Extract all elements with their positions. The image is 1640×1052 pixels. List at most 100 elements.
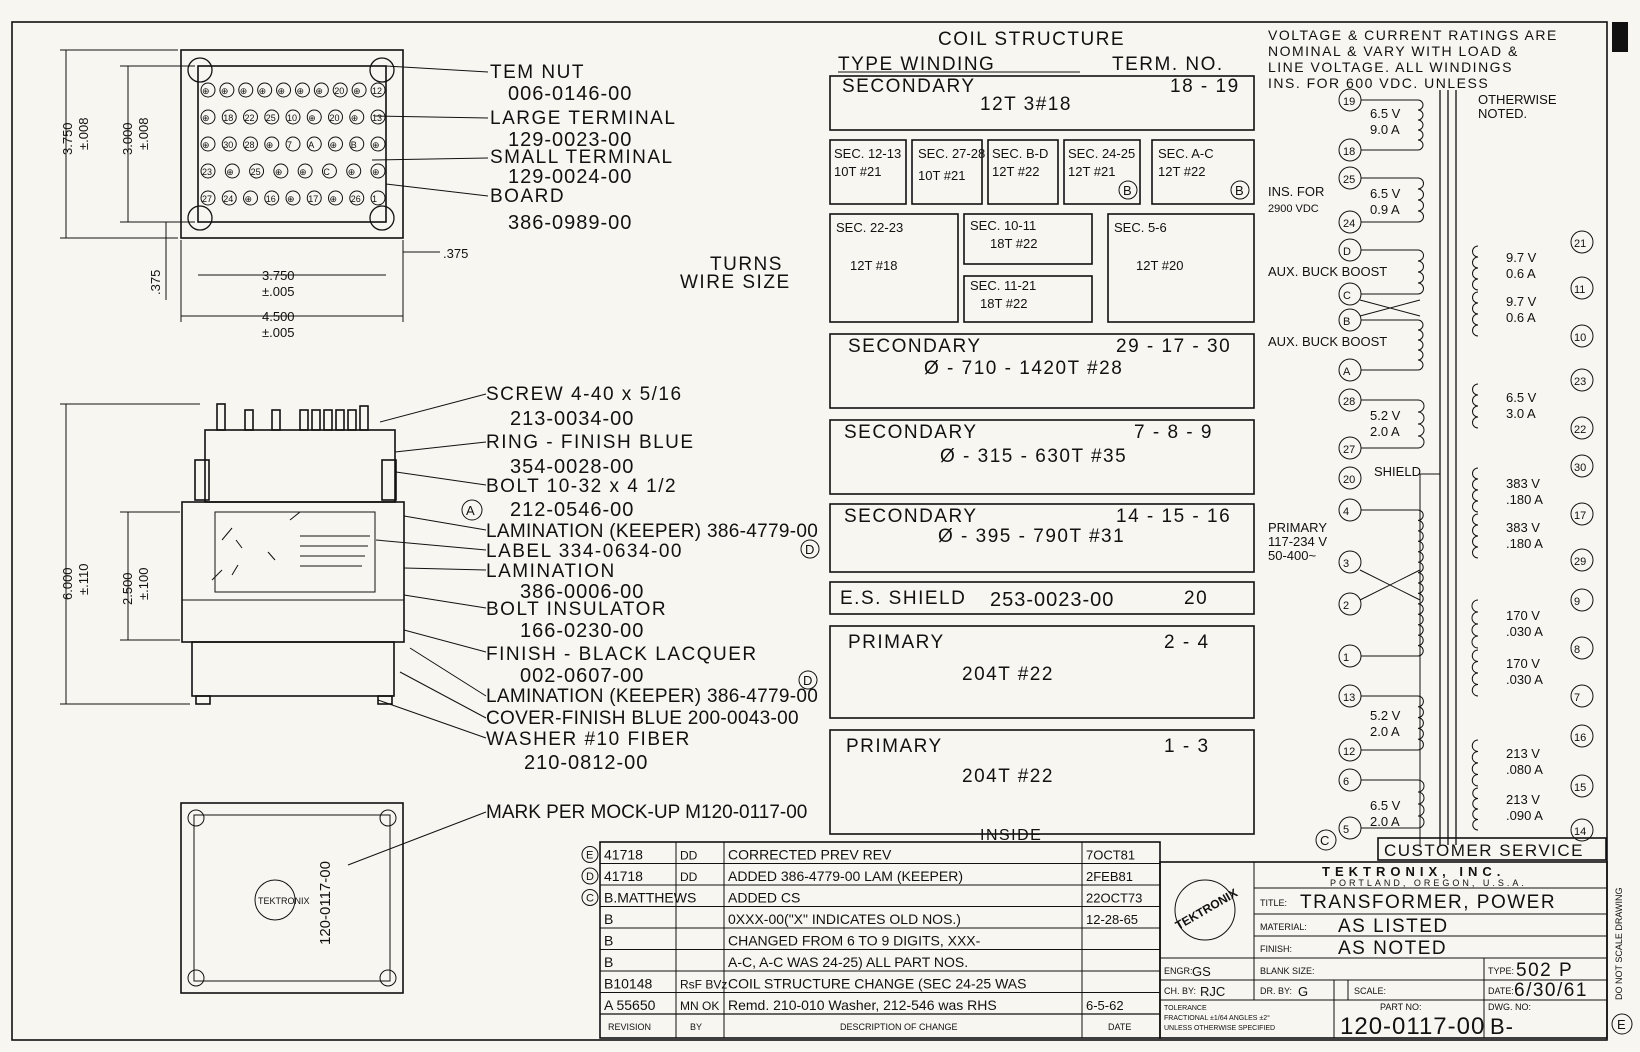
- dim-core: 2.500: [120, 572, 135, 605]
- left-term-label: 20: [1343, 474, 1355, 486]
- coil-sec-14-term: 14 - 15 - 16: [1116, 506, 1231, 527]
- terminal-icon: [370, 136, 386, 152]
- right-rating-current: .030 A: [1506, 672, 1543, 687]
- mounting-hole: [369, 205, 395, 231]
- terminal-icon: [346, 163, 362, 179]
- coil-sec-a-c-mark: B: [1235, 183, 1244, 198]
- dim-width-inner: 3.750: [262, 268, 295, 283]
- left-rating-voltage: 6.5 V: [1370, 106, 1401, 121]
- coil-shield-name: E.S. SHIELD: [840, 588, 966, 609]
- rev-number: B: [604, 911, 613, 927]
- part-washer: WASHER #10 FIBER: [486, 729, 691, 750]
- right-term-label: 8: [1574, 644, 1580, 656]
- wire-size-label: WIRE SIZE: [680, 272, 791, 293]
- coil-sec-b-d-name: SEC. B-D: [992, 146, 1048, 161]
- part-small-terminal-pn: 129-0024-00: [508, 166, 632, 188]
- left-term-label: A: [1343, 366, 1351, 378]
- coil-inside-label: INSIDE: [980, 827, 1042, 844]
- terminal-circle-icon: [1570, 502, 1594, 526]
- right-rating-current: .030 A: [1506, 624, 1543, 639]
- part-lamination: LAMINATION: [486, 561, 616, 582]
- part-ring: RING - FINISH BLUE: [486, 432, 695, 453]
- terminal-circle-icon: [1570, 548, 1594, 572]
- terminal-icon: [306, 109, 322, 125]
- coil-sec-27-28-name: SEC. 27-28: [918, 146, 985, 161]
- terminal-label: ⊕: [240, 86, 248, 96]
- left-term-label: 1: [1343, 652, 1349, 664]
- winding-coil: [1472, 245, 1479, 291]
- terminal-circle-icon: [1570, 454, 1594, 478]
- terminal-label: 20: [334, 86, 344, 96]
- coil-col-type: TYPE WINDING: [838, 54, 995, 75]
- aux-buck-boost-2: AUX. BUCK BOOST: [1268, 334, 1387, 349]
- coil-sec-29-name: SECONDARY: [848, 336, 982, 357]
- coil-sec-27-28-spec: 10T #21: [918, 168, 965, 183]
- tolerance-3: UNLESS OTHERWISE SPECIFIED: [1164, 1025, 1275, 1032]
- rev-description: COIL STRUCTURE CHANGE (SEC 24-25 WAS: [728, 976, 1026, 992]
- sheet-border: [11, 21, 1608, 1041]
- terminal-icon: [238, 82, 254, 98]
- ch-by-label: CH. BY:: [1164, 986, 1196, 996]
- terminal-label: 25: [251, 167, 261, 177]
- left-term-label: 18: [1343, 146, 1355, 158]
- terminal-icon: [328, 136, 343, 152]
- dim-overall: 6.000: [60, 567, 75, 600]
- terminal-circle-icon: [1338, 592, 1362, 616]
- terminal-label: ⊕: [372, 167, 380, 177]
- coil-sec-14-name: SECONDARY: [844, 506, 978, 527]
- right-rating-voltage: 9.7 V: [1506, 250, 1537, 265]
- left-rating-voltage: 6.5 V: [1370, 798, 1401, 813]
- right-rating-voltage: 213 V: [1506, 746, 1540, 761]
- winding-coil: [1417, 399, 1425, 449]
- terminal-label: 18: [223, 113, 233, 123]
- terminal-icon: [257, 82, 273, 98]
- terminal-icon: [370, 190, 386, 206]
- right-term-label: 15: [1574, 782, 1586, 794]
- rev-date: 7OCT81: [1086, 848, 1135, 863]
- terminal-circle-icon: [1570, 588, 1594, 612]
- right-term-label: 16: [1574, 732, 1586, 744]
- part-screw-pn: 213-0034-00: [510, 408, 634, 430]
- left-term-label: 13: [1343, 692, 1355, 704]
- primary-label-3: 50-400~: [1268, 548, 1316, 563]
- right-term-label: 30: [1574, 462, 1586, 474]
- rev-header-revision: REVISION: [608, 1022, 651, 1032]
- turns-label: TURNS: [710, 254, 783, 275]
- right-rating-current: .090 A: [1506, 808, 1543, 823]
- right-rating-voltage: 6.5 V: [1506, 390, 1537, 405]
- part-lamination-pn: 386-0006-00: [520, 581, 644, 603]
- terminal-circle-icon: [1570, 724, 1594, 748]
- rev-description: 0XXX-00("X" INDICATES OLD NOS.): [728, 911, 961, 927]
- part-lamination-keeper-top: LAMINATION (KEEPER) 386-4779-00: [486, 521, 818, 542]
- dim-height-outer-tol: ±.008: [76, 118, 91, 150]
- marker-a: A: [466, 503, 475, 518]
- type-label: TYPE:: [1488, 966, 1514, 976]
- marker-a-circle: [461, 499, 483, 521]
- note-line-4: INS. FOR 600 VDC. UNLESS: [1268, 75, 1489, 91]
- terminal-label: 12: [372, 86, 382, 96]
- terminal-icon: [264, 190, 280, 206]
- side-view-cap: [204, 429, 396, 503]
- terminal-icon: [243, 136, 258, 152]
- dim-offset-left: .375: [148, 270, 163, 295]
- rev-by: DD: [680, 849, 698, 863]
- right-term-label: 11: [1574, 284, 1585, 296]
- winding-coil: [1472, 467, 1479, 513]
- coil-structure: COIL STRUCTURE TYPE WINDING TERM. NO. SE…: [829, 29, 1255, 844]
- rev-description: ADDED 386-4779-00 LAM (KEEPER): [728, 868, 963, 884]
- primary-label-2: 117-234 V: [1268, 534, 1327, 549]
- date-value: 6/30/61: [1514, 980, 1588, 1001]
- coil-sec-18-19: [829, 75, 1255, 131]
- stamp-part-number: 120-0117-00: [317, 861, 334, 945]
- terminal-label: C: [323, 167, 330, 177]
- part-board: BOARD: [490, 186, 565, 207]
- dr-by-label: DR. BY:: [1260, 986, 1292, 996]
- right-term-label: 23: [1574, 376, 1586, 388]
- right-term-label: 29: [1574, 556, 1586, 568]
- terminal-label: 25: [266, 113, 276, 123]
- note-line-3: LINE VOLTAGE. ALL WINDINGS: [1268, 59, 1513, 75]
- terminal-label: 13: [372, 113, 382, 123]
- dim-offset-right: .375: [443, 246, 468, 261]
